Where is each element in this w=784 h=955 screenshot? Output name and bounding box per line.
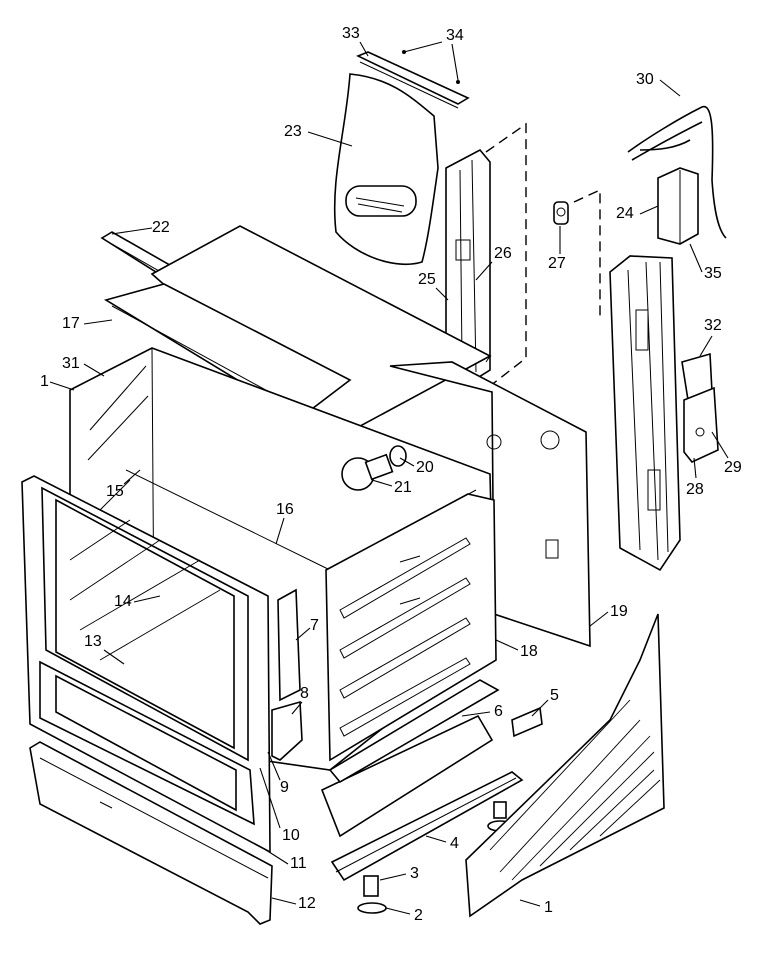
callout-10: 10: [282, 827, 300, 844]
callout-30: 30: [636, 71, 654, 88]
callout-35: 35: [704, 265, 722, 282]
callout-13: 13: [84, 633, 102, 650]
lamp-socket: [553, 201, 569, 225]
callout-18: 18: [520, 643, 538, 660]
callout-20: 20: [416, 459, 434, 476]
wire-harness: [627, 105, 727, 239]
callout-labels: 33 34 30 23 26 24 22 27 35 25 17 32 31 1…: [40, 25, 742, 924]
callout-14: 14: [114, 593, 132, 610]
callout-34: 34: [446, 27, 464, 44]
callout-2: 2: [414, 907, 423, 924]
callout-7: 7: [310, 617, 319, 634]
callout-11: 11: [290, 855, 307, 872]
callout-31: 31: [62, 355, 80, 372]
callout-28: 28: [686, 481, 704, 498]
oven-cabinet-back: [389, 361, 591, 648]
callout-26: 26: [494, 245, 512, 262]
callout-24: 24: [616, 205, 634, 222]
left-side-frame-rail: [445, 122, 527, 387]
callout-9: 9: [280, 779, 289, 796]
callout-22: 22: [152, 219, 170, 236]
callout-3: 3: [410, 865, 419, 882]
callout-21: 21: [394, 479, 412, 496]
callout-23: 23: [284, 123, 302, 140]
vent-bracket: [681, 352, 719, 463]
callout-33: 33: [342, 25, 360, 42]
callout-29: 29: [724, 459, 742, 476]
side-panel-right: [465, 613, 665, 918]
callout-12: 12: [298, 895, 316, 912]
callout-15: 15: [106, 483, 124, 500]
callout-5: 5: [550, 687, 559, 704]
callout-19: 19: [610, 603, 628, 620]
top-trim-part: [356, 50, 470, 109]
oven-bottom-pan: [320, 679, 500, 838]
callout-16: 16: [276, 501, 294, 518]
small-bracket: [511, 706, 543, 738]
callout-25: 25: [418, 271, 436, 288]
dashed-assembly-line: [573, 188, 601, 318]
oven-lamp: [341, 445, 407, 491]
callout-32: 32: [704, 317, 722, 334]
callout-1-top: 1: [40, 373, 49, 390]
leveling-rail: [330, 771, 524, 882]
callout-17: 17: [62, 315, 80, 332]
hinge-trim: [271, 588, 303, 761]
callout-1-bottom: 1: [544, 899, 553, 916]
callout-27: 27: [548, 255, 566, 272]
kick-panel: [29, 741, 273, 925]
oven-top-panel: [100, 225, 492, 439]
rear-duct-panel: [333, 73, 439, 266]
callout-4: 4: [450, 835, 459, 852]
callout-6: 6: [494, 703, 503, 720]
right-side-frame-rail: [609, 255, 681, 572]
electrical-bracket: [657, 167, 699, 245]
oven-door-frame: [21, 475, 271, 854]
oven-cavity-side-wall: [325, 493, 497, 762]
callout-8: 8: [300, 685, 309, 702]
